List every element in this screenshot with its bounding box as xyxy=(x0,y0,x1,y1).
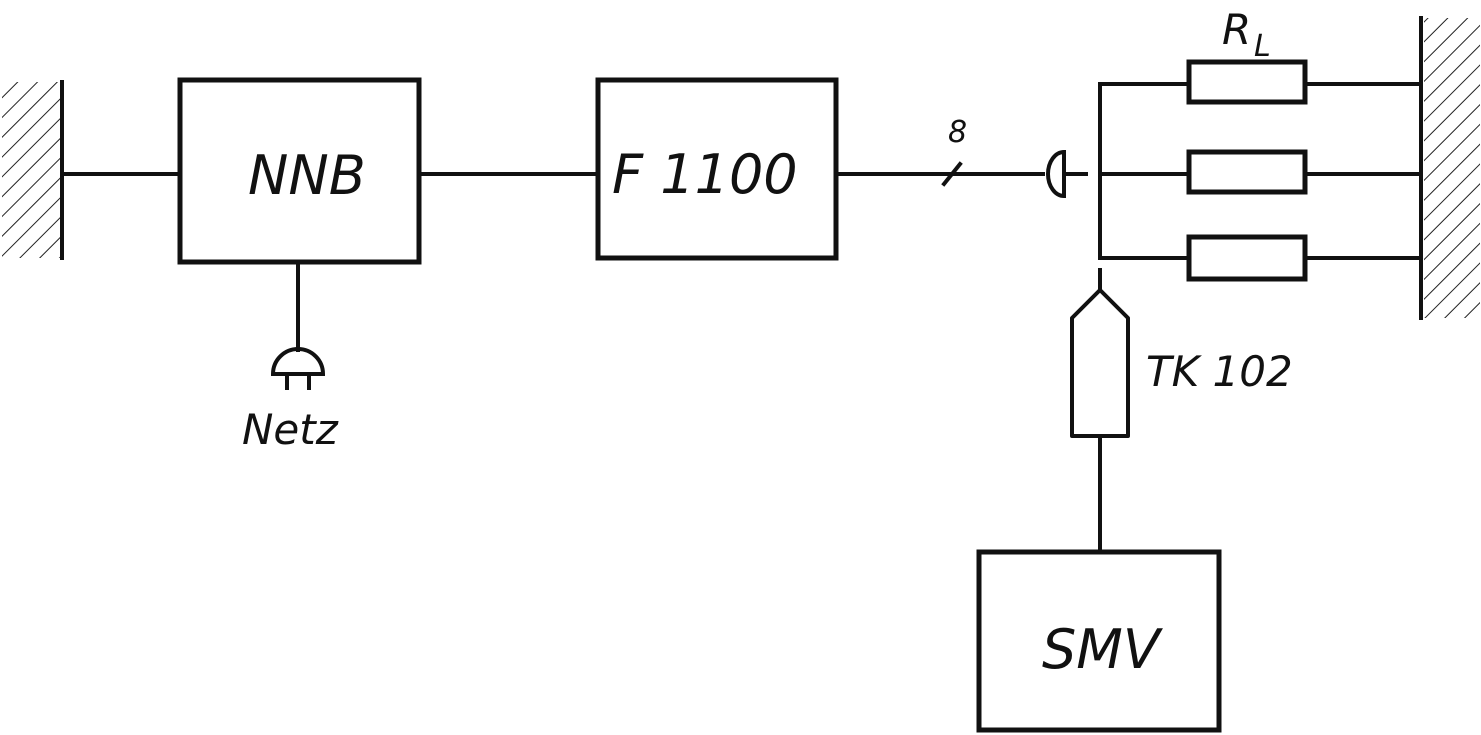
resistor-row-3 xyxy=(1098,234,1423,282)
socket-connector-icon xyxy=(1046,149,1066,199)
rl-label: R xyxy=(1222,5,1251,54)
thermocouple-label: TK 102 xyxy=(1146,347,1293,396)
thermocouple-probe xyxy=(1070,288,1130,438)
load-resistor-2 xyxy=(1186,149,1308,195)
resistor-row-2 xyxy=(1098,149,1423,195)
nnb-block: NNB xyxy=(177,77,422,265)
left-ground-wall xyxy=(2,80,64,260)
load-resistor-1 xyxy=(1186,59,1308,105)
netz-label: Netz xyxy=(242,405,339,454)
wire-count-label: 8 xyxy=(948,115,967,150)
smv-label: SMV xyxy=(1042,618,1164,681)
rl-subscript: L xyxy=(1254,29,1271,64)
load-resistor-3 xyxy=(1186,234,1308,282)
mains-plug-icon xyxy=(270,347,326,390)
nnb-label: NNB xyxy=(248,144,366,207)
resistor-row-1 xyxy=(1098,59,1423,105)
right-ground-wall xyxy=(1419,16,1480,320)
f1100-block: F 1100 xyxy=(595,77,839,261)
bus-slash-mark xyxy=(941,161,963,187)
smv-block: SMV xyxy=(976,549,1222,733)
f1100-label: F 1100 xyxy=(612,143,798,206)
